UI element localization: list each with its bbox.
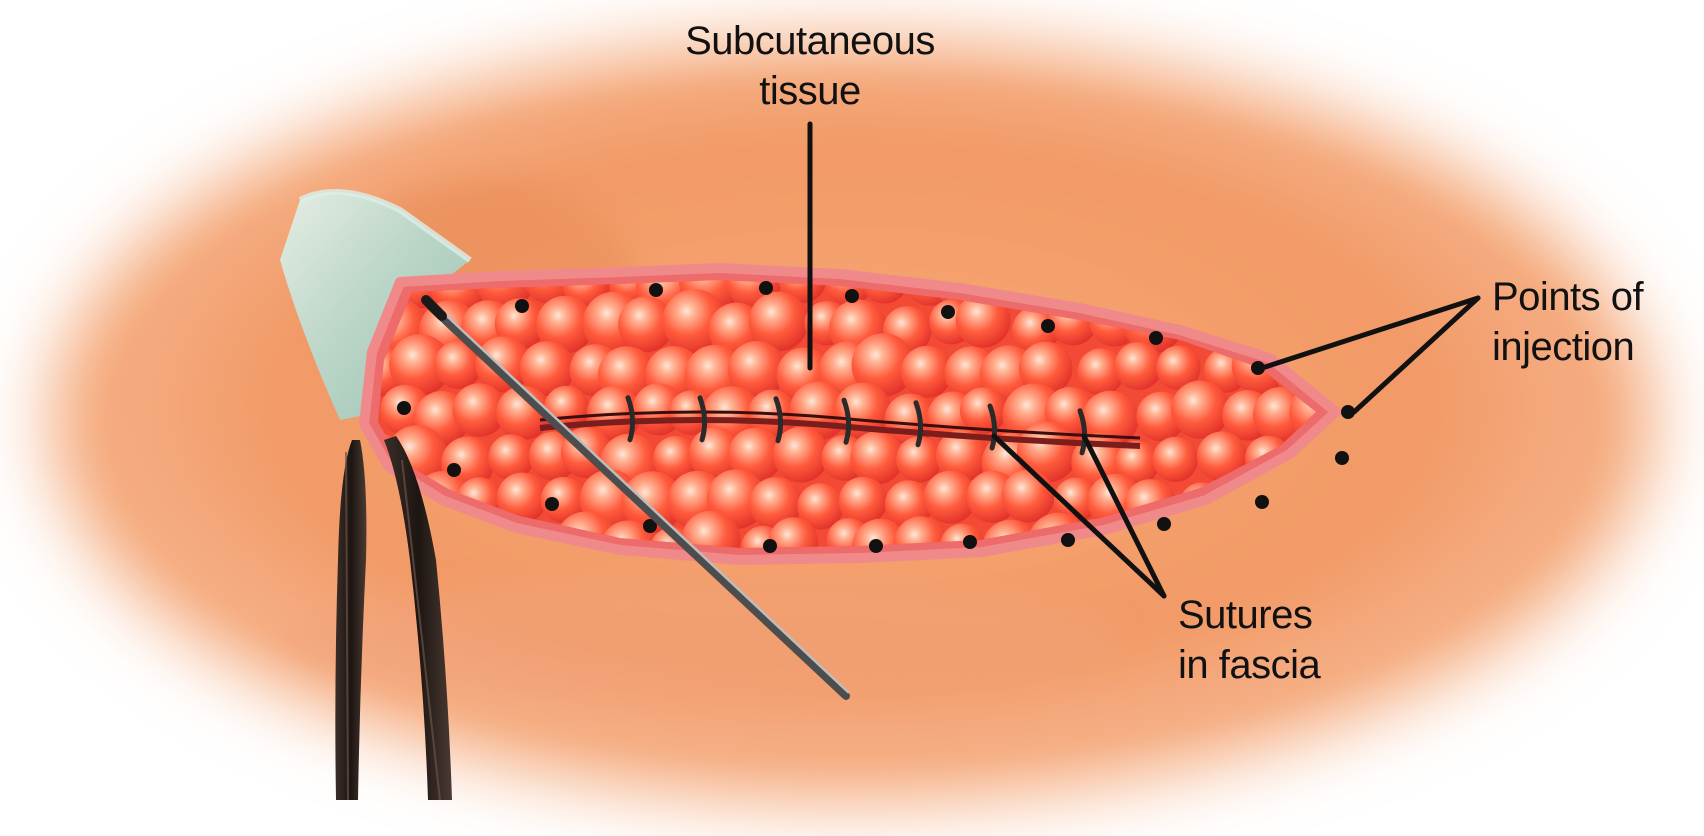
injection-point (1061, 533, 1075, 547)
label-subcutaneous-line1: Subcutaneous (640, 16, 980, 66)
injection-point (1255, 495, 1269, 509)
injection-point (963, 535, 977, 549)
label-sutures-line1: Sutures (1178, 590, 1320, 640)
injection-point (515, 299, 529, 313)
label-sutures-in-fascia: Sutures in fascia (1178, 590, 1320, 690)
label-injection-line2: injection (1492, 322, 1643, 372)
injection-point (1149, 331, 1163, 345)
fat-lobule (1115, 342, 1163, 390)
injection-point (649, 283, 663, 297)
injection-point (545, 497, 559, 511)
label-injection-line1: Points of (1492, 272, 1643, 322)
label-subcutaneous-tissue: Subcutaneous tissue (640, 16, 980, 116)
injection-point (1335, 451, 1349, 465)
injection-point (845, 289, 859, 303)
injection-point (1041, 319, 1055, 333)
injection-point (447, 463, 461, 477)
injection-point (1157, 517, 1171, 531)
fat-lobule (839, 477, 887, 525)
injection-point (763, 539, 777, 553)
label-sutures-line2: in fascia (1178, 640, 1320, 690)
label-points-of-injection: Points of injection (1492, 272, 1643, 372)
injection-point (941, 305, 955, 319)
fat-lobule (1171, 381, 1229, 439)
fat-lobule (1153, 437, 1198, 482)
injection-point (397, 401, 411, 415)
fat-lobule (850, 431, 903, 484)
label-subcutaneous-line2: tissue (640, 66, 980, 116)
injection-point (759, 281, 773, 295)
fat-lobule (1002, 470, 1055, 523)
injection-point (869, 539, 883, 553)
